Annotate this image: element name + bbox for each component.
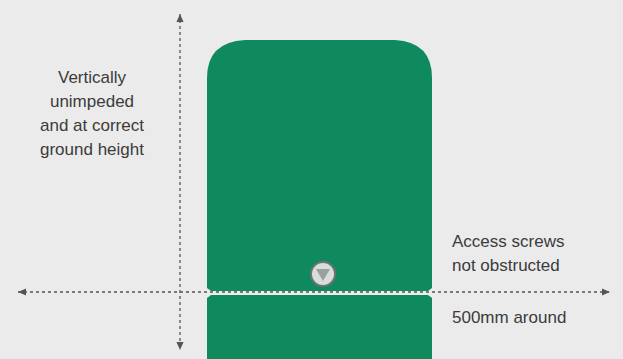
- access-screw: [311, 262, 335, 286]
- vertical-dimension-arrow: [179, 14, 180, 350]
- clearance-note: Vertically unimpeded and at correct grou…: [36, 66, 148, 162]
- horizontal-dimension-arrow: [18, 291, 610, 292]
- screw-triangle: [316, 269, 330, 281]
- dimension-label: 500mm around: [452, 306, 612, 330]
- housing-lower: [207, 295, 432, 359]
- housing-upper: [207, 40, 432, 291]
- access-note: Access screws not obstructed: [452, 230, 577, 278]
